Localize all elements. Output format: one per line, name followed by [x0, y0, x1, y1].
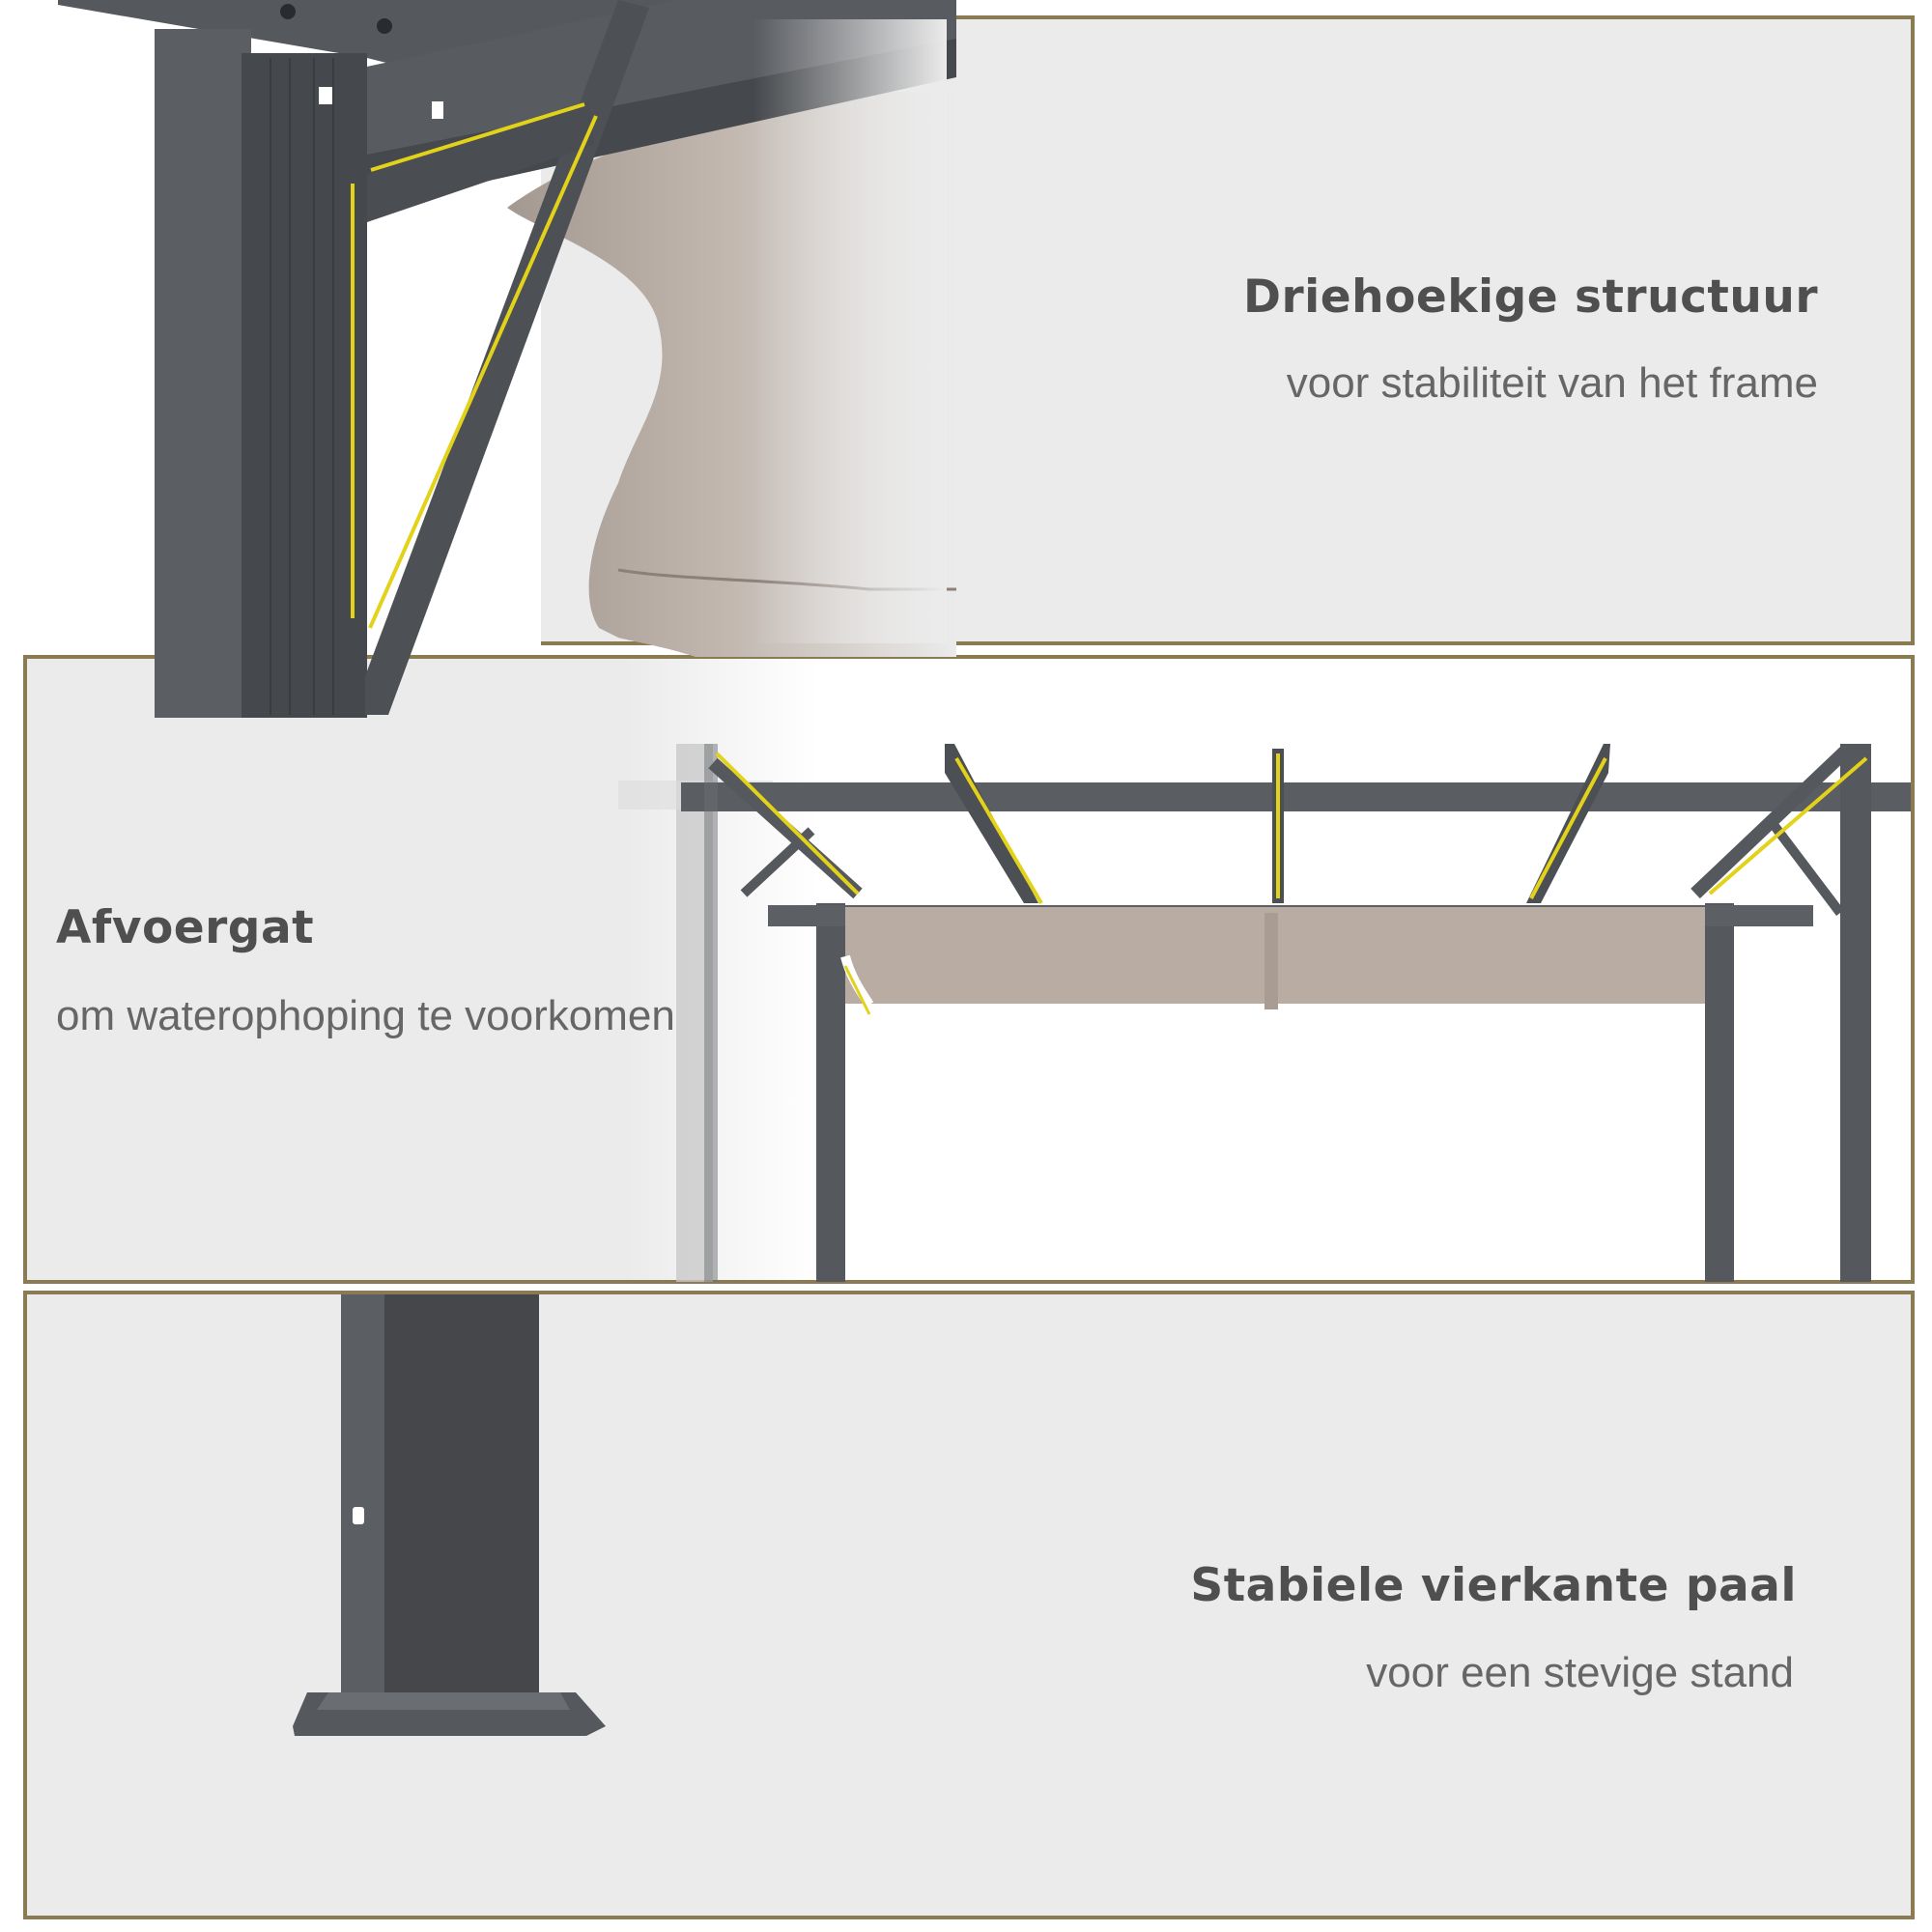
feature-title-square-post: Stabiele vierkante paal — [1190, 1559, 1797, 1612]
feature-title-drain-hole: Afvoergat — [56, 901, 315, 954]
feature-subtitle-triangular-structure: voor stabiliteit van het frame — [1286, 359, 1818, 407]
corner-bracket-image — [58, 0, 956, 718]
feature-subtitle-drain-hole: om waterophoping te voorkomen — [56, 992, 675, 1039]
feature-subtitle-square-post: voor een stevige stand — [1366, 1649, 1794, 1696]
feature-panel-square-post — [23, 1291, 1915, 1919]
pergola-frame-image — [618, 744, 1911, 1282]
post-front-face — [242, 53, 367, 718]
post-side-face — [155, 29, 251, 718]
feature-title-triangular-structure: Driehoekige structuur — [1242, 270, 1818, 324]
square-post-image — [293, 1294, 606, 1736]
